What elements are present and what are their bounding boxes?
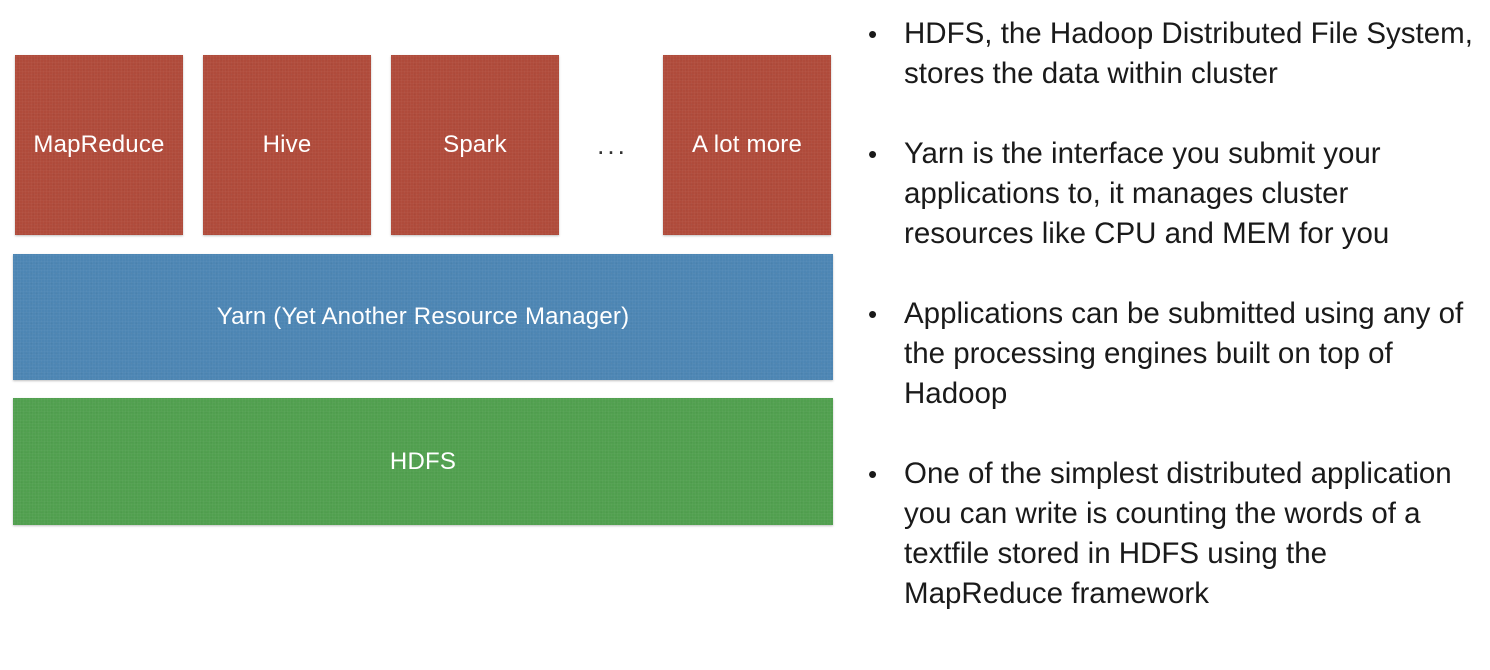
hdfs-layer: HDFS bbox=[13, 398, 833, 525]
more-engines-ellipsis: ... bbox=[597, 129, 628, 160]
bullet-item-applications: Applications can be submitted using any … bbox=[868, 294, 1478, 414]
engine-box-hive: Hive bbox=[203, 55, 371, 235]
engine-label: MapReduce bbox=[33, 131, 165, 158]
engine-box-spark: Spark bbox=[391, 55, 559, 235]
engine-label: Spark bbox=[443, 131, 507, 158]
bullet-item-hdfs: HDFS, the Hadoop Distributed File System… bbox=[868, 14, 1478, 94]
hadoop-stack-diagram: MapReduce Hive Spark ... A lot more Yarn… bbox=[13, 55, 833, 525]
bullet-list: HDFS, the Hadoop Distributed File System… bbox=[868, 14, 1478, 654]
yarn-label: Yarn (Yet Another Resource Manager) bbox=[216, 303, 630, 330]
engine-label: Hive bbox=[262, 131, 312, 158]
engine-label: A lot more bbox=[691, 131, 803, 158]
bullet-item-wordcount: One of the simplest distributed applicat… bbox=[868, 454, 1478, 614]
yarn-layer: Yarn (Yet Another Resource Manager) bbox=[13, 254, 833, 380]
hdfs-label: HDFS bbox=[389, 447, 457, 475]
engine-box-more: A lot more bbox=[663, 55, 831, 235]
engine-box-mapreduce: MapReduce bbox=[15, 55, 183, 235]
bullet-item-yarn: Yarn is the interface you submit your ap… bbox=[868, 134, 1478, 254]
